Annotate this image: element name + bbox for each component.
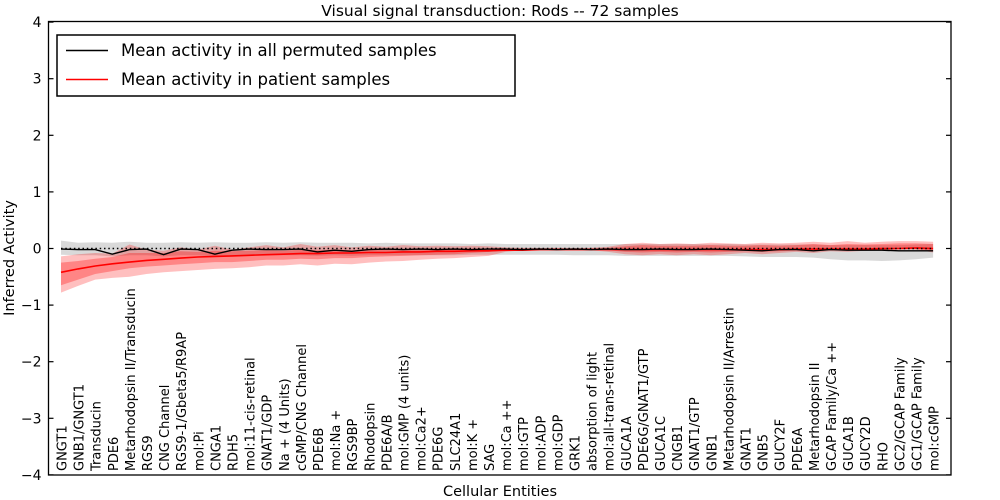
x-tick-label: GNAT1	[740, 427, 755, 471]
x-tick-label: RDH5	[227, 434, 242, 471]
x-tick-label: Metarhodopsin II	[808, 363, 823, 471]
x-tick-label: GNB1	[705, 434, 720, 471]
x-tick-label: CNG Channel	[158, 385, 173, 471]
x-tick-label: GNAT1/GDP	[261, 395, 276, 471]
y-tick-label: −4	[21, 468, 42, 484]
x-tick-label: GUCY2F	[774, 419, 789, 471]
x-tick-label: GC2/GCAP Family	[893, 357, 908, 471]
x-tick-label: mol:ADP	[534, 415, 549, 471]
x-tick-label: RGS9-1/Gbeta5/R9AP	[175, 332, 190, 471]
x-tick-label: Transducin	[90, 401, 105, 472]
y-tick-label: −2	[21, 355, 42, 371]
x-tick-label: PDE6A	[791, 428, 806, 471]
y-tick-label: 1	[33, 185, 42, 201]
legend: Mean activity in all permuted samples Me…	[56, 34, 516, 97]
x-tick-label: GCAP Family/Ca ++	[825, 342, 840, 471]
x-tick-label: GNAT1/GTP	[688, 397, 703, 471]
x-tick-label: GUCY2D	[859, 416, 874, 471]
y-tick-label: 3	[33, 72, 42, 88]
y-tick-label: 0	[33, 242, 42, 258]
x-tick-label: PDE6A/B	[380, 414, 395, 471]
x-tick-label: mol:Ca2+	[415, 406, 430, 471]
x-tick-label: mol:Na +	[329, 410, 344, 471]
chart-title: Visual signal transduction: Rods -- 72 s…	[321, 2, 678, 20]
permuted-mean-line	[60, 248, 934, 256]
legend-label-permuted: Mean activity in all permuted samples	[121, 41, 437, 60]
x-tick-label: Metarhodopsin II/Transducin	[124, 288, 139, 471]
x-tick-label: mol:cGMP	[928, 406, 943, 471]
x-tick-label: GUCA1A	[620, 416, 635, 471]
legend-label-patient: Mean activity in patient samples	[121, 70, 390, 89]
x-tick-label: PDE6G/GNAT1/GTP	[637, 348, 652, 471]
x-tick-label: RGS9BP	[346, 418, 361, 471]
y-tick-label: −3	[21, 411, 42, 427]
x-tick-label: GNGT1	[56, 425, 71, 471]
y-tick-label: 4	[33, 15, 42, 31]
x-tick-label: cGMP/CNG Channel	[295, 344, 310, 471]
y-tick-label: −1	[21, 298, 42, 314]
x-tick-label: SAG	[483, 444, 498, 471]
x-tick-label: PDE6B	[312, 428, 327, 471]
x-tick-label: GUCA1C	[654, 416, 669, 471]
x-tick-label: SLC24A1	[449, 413, 464, 471]
x-tick-label: absorption of light	[586, 352, 601, 471]
x-tick-label: mol:Ca ++	[500, 399, 515, 471]
x-tick-label: GUCA1B	[842, 416, 857, 471]
x-tick-label: CNGA1	[209, 425, 224, 471]
y-axis-label: Inferred Activity	[2, 200, 18, 316]
x-tick-label: Rhodopsin	[363, 403, 378, 471]
x-tick-label: GNB1/GNGT1	[73, 384, 88, 471]
legend-box	[56, 34, 516, 97]
x-tick-label: Na + (4 Units)	[278, 378, 293, 471]
x-tick-label: mol:all-trans-retinal	[603, 343, 618, 471]
x-tick-label: GC1/GCAP Family	[911, 357, 926, 471]
x-tick-label: Metarhodopsin II/Arrestin	[722, 307, 737, 471]
x-tick-label: mol:GDP	[551, 414, 566, 471]
x-tick-label: RHO	[876, 442, 891, 471]
x-tick-label: PDE6	[107, 437, 122, 471]
x-axis-label: Cellular Entities	[443, 484, 557, 500]
x-tick-label: mol:K +	[466, 419, 481, 471]
x-tick-label: PDE6G	[432, 427, 447, 471]
x-tick-label: mol:GMP (4 units)	[398, 355, 413, 471]
x-tick-label: mol:11-cis-retinal	[244, 357, 259, 471]
x-tick-label: GNB5	[757, 434, 772, 471]
x-tick-label: mol:GTP	[517, 417, 532, 471]
axes-frame	[47, 20, 952, 476]
x-tick-label: RGS9	[141, 435, 156, 471]
y-tick-label: 2	[33, 128, 42, 144]
x-tick-label: mol:Pi	[192, 431, 207, 471]
x-tick-label: GRK1	[569, 435, 584, 471]
x-tick-label: CNGB1	[671, 425, 686, 471]
